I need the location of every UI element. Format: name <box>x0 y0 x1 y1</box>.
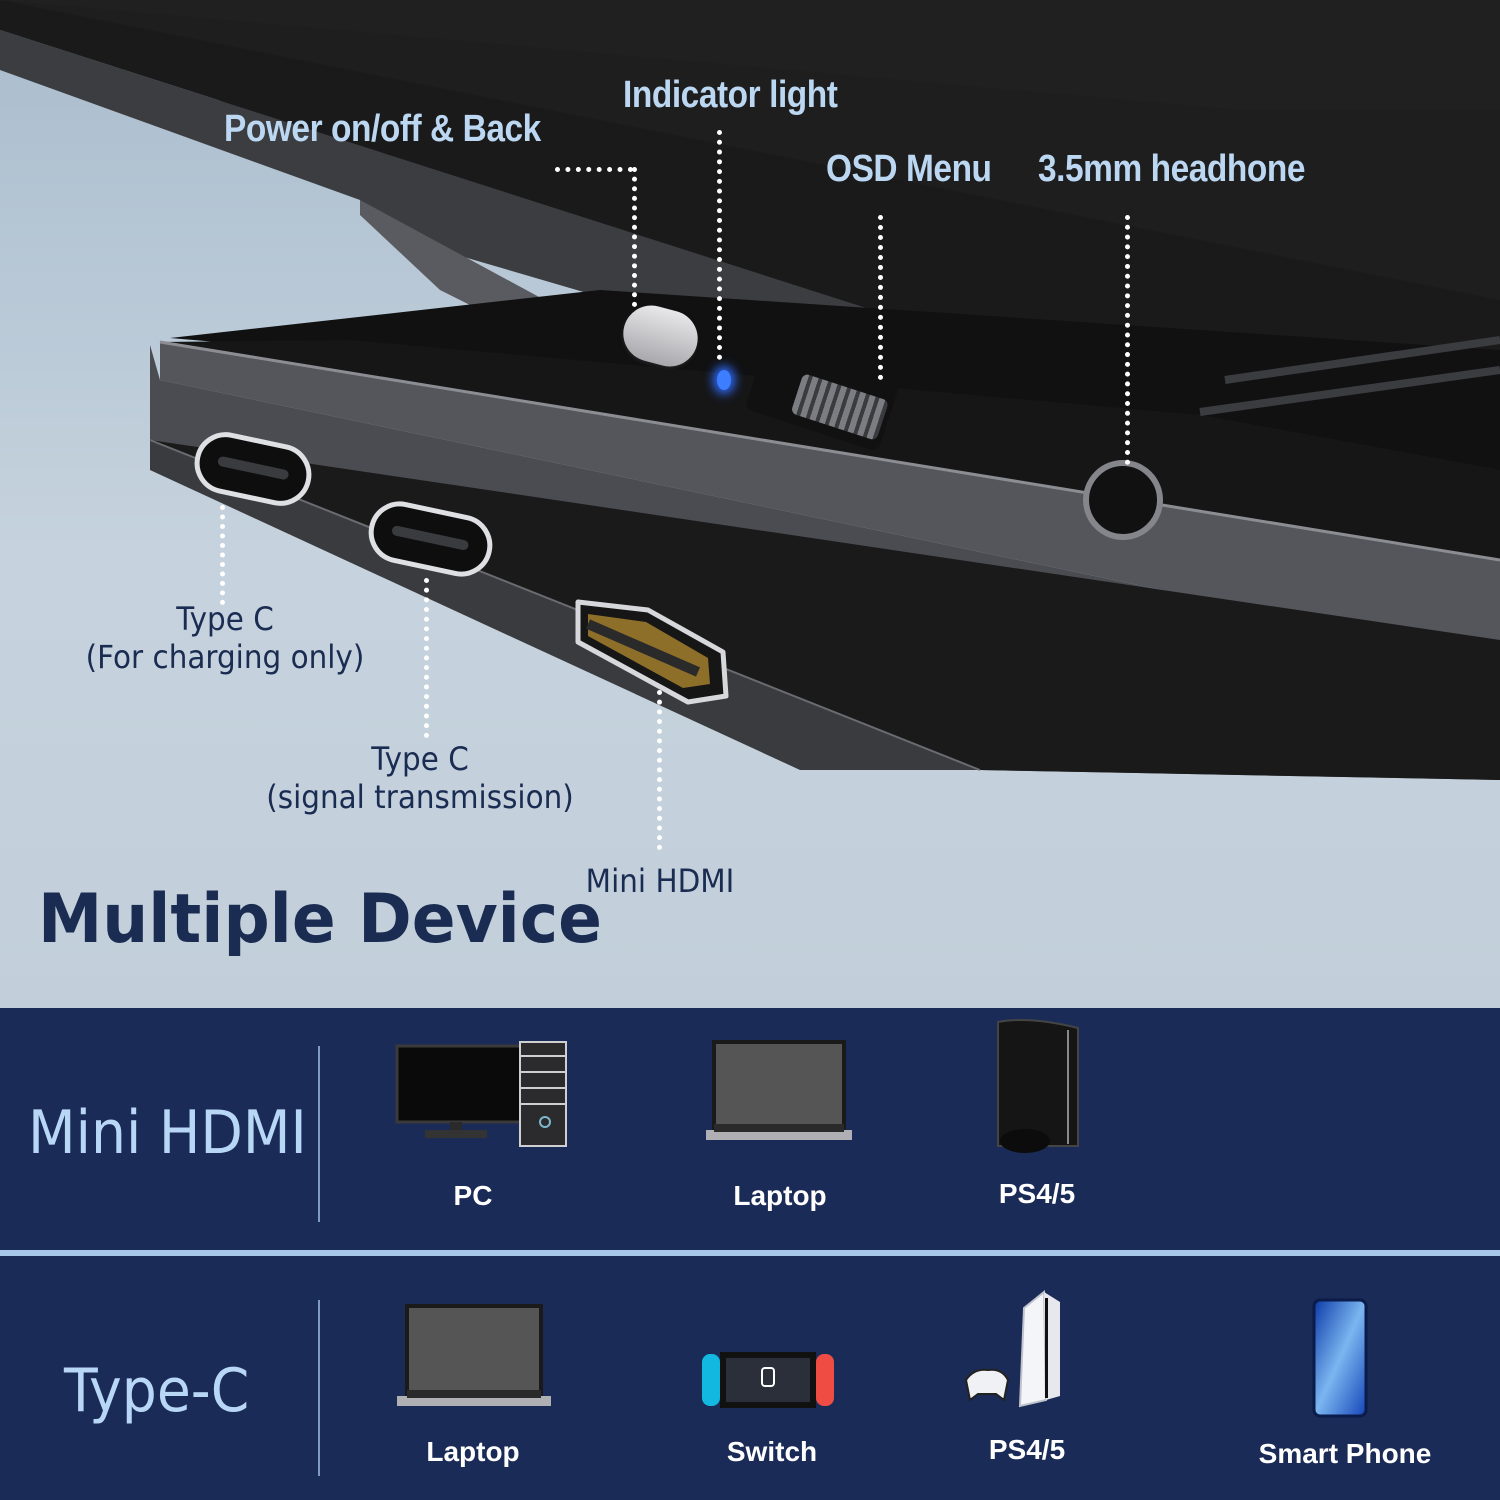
device-label: Laptop <box>733 1180 827 1211</box>
product-hero: Power on/off & Back Indicator light OSD … <box>0 0 1500 1008</box>
row-title: Mini HDMI <box>28 1098 307 1168</box>
callout-typec-signal: Type C (signal transmission) <box>266 740 574 816</box>
ps5-console-icon <box>964 1290 1060 1408</box>
headphone-jack <box>1083 460 1163 540</box>
callout-indicator: Indicator light <box>623 74 838 116</box>
laptop-icon <box>706 1040 852 1140</box>
row-title: Type-C <box>64 1356 250 1426</box>
indicator-led-icon <box>717 370 731 390</box>
hdmi-leader <box>657 690 662 850</box>
headphone-leader <box>1125 215 1130 465</box>
device-label: PS4/5 <box>988 1434 1066 1465</box>
callout-osd: OSD Menu <box>826 148 992 190</box>
compat-row-typec: Type-C Laptop Switch PS4/5 Smart <box>0 1256 1500 1500</box>
device-label: Laptop <box>426 1436 520 1467</box>
smartphone-icon <box>1312 1298 1368 1418</box>
typec-signal-leader <box>424 578 429 738</box>
mini-hdmi-port <box>575 599 729 705</box>
desktop-pc-icon <box>395 1041 567 1147</box>
callout-mini-hdmi: Mini HDMI <box>585 862 735 900</box>
device-label: Smart Phone <box>1258 1438 1432 1469</box>
indicator-leader <box>717 130 722 360</box>
power-leader-h <box>555 167 633 172</box>
typec-charging-leader <box>220 505 225 605</box>
device-label: Switch <box>726 1436 818 1467</box>
callout-headphone: 3.5mm headhone <box>1038 148 1306 190</box>
callout-power: Power on/off & Back <box>224 108 541 150</box>
divider <box>318 1046 320 1222</box>
compat-row-mini-hdmi: Mini HDMI PC Laptop PS4/5 <box>0 1008 1500 1250</box>
page-title: Multiple Device <box>38 880 602 959</box>
laptop-icon <box>397 1304 551 1406</box>
device-label: PS4/5 <box>998 1178 1076 1209</box>
divider <box>318 1300 320 1476</box>
nintendo-switch-icon <box>702 1352 834 1408</box>
device-label: PC <box>453 1180 493 1211</box>
ps3-console-icon <box>997 1019 1079 1153</box>
osd-leader <box>878 215 883 380</box>
row-separator <box>0 1250 1500 1256</box>
power-leader-v <box>632 167 637 307</box>
callout-typec-charging: Type C (For charging only) <box>85 600 365 676</box>
